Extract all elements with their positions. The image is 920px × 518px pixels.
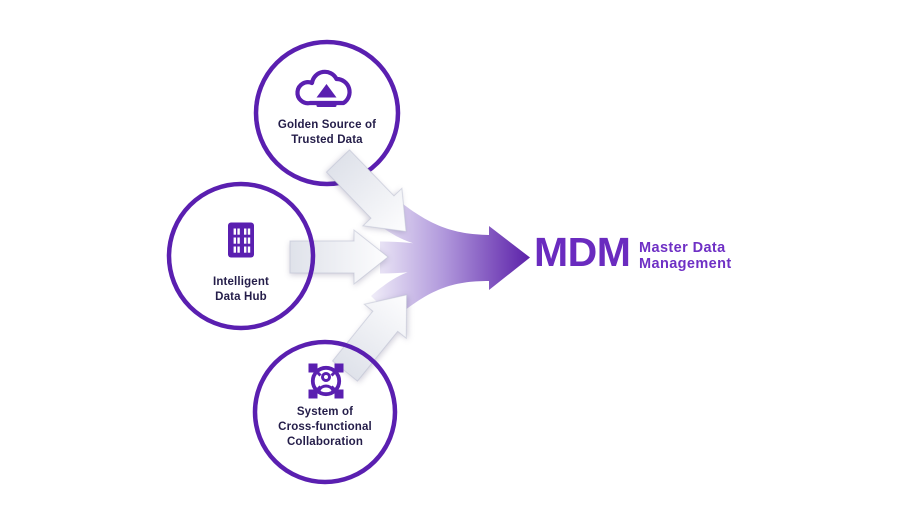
mdm-acronym: MDM — [534, 229, 631, 275]
label-line: Collaboration — [286, 436, 364, 448]
data-hub-icon — [228, 222, 254, 258]
label-line: Cross-functional — [278, 421, 372, 433]
feed-arrow-collaboration — [331, 294, 408, 382]
node-label-collaboration: System of Cross-functional Collaboration — [240, 405, 410, 450]
node-circle-intelligent-data-hub — [166, 181, 316, 331]
feed-arrow-intelligent-data-hub — [289, 228, 389, 286]
node-circle-collaboration — [252, 339, 398, 485]
node-label-intelligent-data-hub: Intelligent Data Hub — [156, 275, 326, 305]
merge-arrow — [371, 197, 530, 319]
mdm-expansion: Master Data Management — [639, 240, 732, 272]
expansion-line: Master Data — [639, 240, 726, 256]
label-line: Trusted Data — [291, 134, 363, 146]
label-line: Data Hub — [215, 291, 267, 303]
label-line: Intelligent — [213, 276, 269, 288]
label-line: Golden Source of — [277, 119, 377, 131]
expansion-line: Management — [639, 255, 732, 272]
feed-arrow-golden-source — [325, 149, 407, 233]
label-line: System of — [296, 406, 354, 418]
cloud-upload-icon — [295, 69, 352, 107]
node-label-golden-source: Golden Source of Trusted Data — [242, 118, 412, 148]
collaboration-icon — [308, 363, 344, 399]
node-circle-golden-source — [253, 39, 401, 187]
